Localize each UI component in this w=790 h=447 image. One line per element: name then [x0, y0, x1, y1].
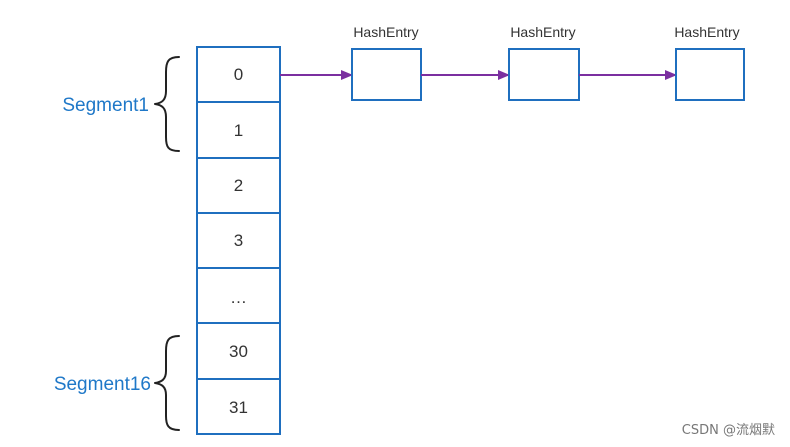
hash-entry: HashEntry — [674, 24, 745, 101]
cell-label: 1 — [234, 121, 243, 140]
cell-label: 2 — [234, 176, 243, 195]
cell-label: 31 — [229, 398, 248, 417]
cell-label: … — [230, 288, 247, 307]
segment-group-16: Segment16 — [54, 335, 180, 431]
cell-label: 30 — [229, 342, 248, 361]
table-cell: 0 — [196, 46, 281, 103]
table-cell: 1 — [196, 101, 281, 159]
segment-table: 0 1 2 3 … 30 31 — [196, 46, 281, 435]
table-cell: 2 — [196, 157, 281, 214]
brace-icon — [154, 335, 180, 431]
watermark: CSDN @流烟默 — [682, 422, 775, 438]
cell-label: 3 — [234, 231, 243, 250]
hash-entry-box — [508, 48, 580, 101]
hash-entry-chain: HashEntry HashEntry HashEntry — [280, 24, 745, 101]
segment-label: Segment1 — [62, 95, 149, 116]
segment-group-1: Segment1 — [62, 56, 180, 152]
hash-entry: HashEntry — [351, 24, 422, 101]
hash-entry-label: HashEntry — [674, 24, 739, 40]
cell-label: 0 — [234, 65, 243, 84]
segment-label: Segment16 — [54, 374, 151, 395]
hash-entry-box — [351, 48, 422, 101]
hash-entry-label: HashEntry — [353, 24, 418, 40]
table-cell: 31 — [196, 378, 281, 435]
table-cell: … — [196, 267, 281, 324]
hash-entry-box — [675, 48, 745, 101]
table-cell: 30 — [196, 322, 281, 380]
brace-icon — [154, 56, 180, 152]
hash-entry-label: HashEntry — [510, 24, 575, 40]
hash-entry: HashEntry — [508, 24, 580, 101]
table-cell: 3 — [196, 212, 281, 269]
